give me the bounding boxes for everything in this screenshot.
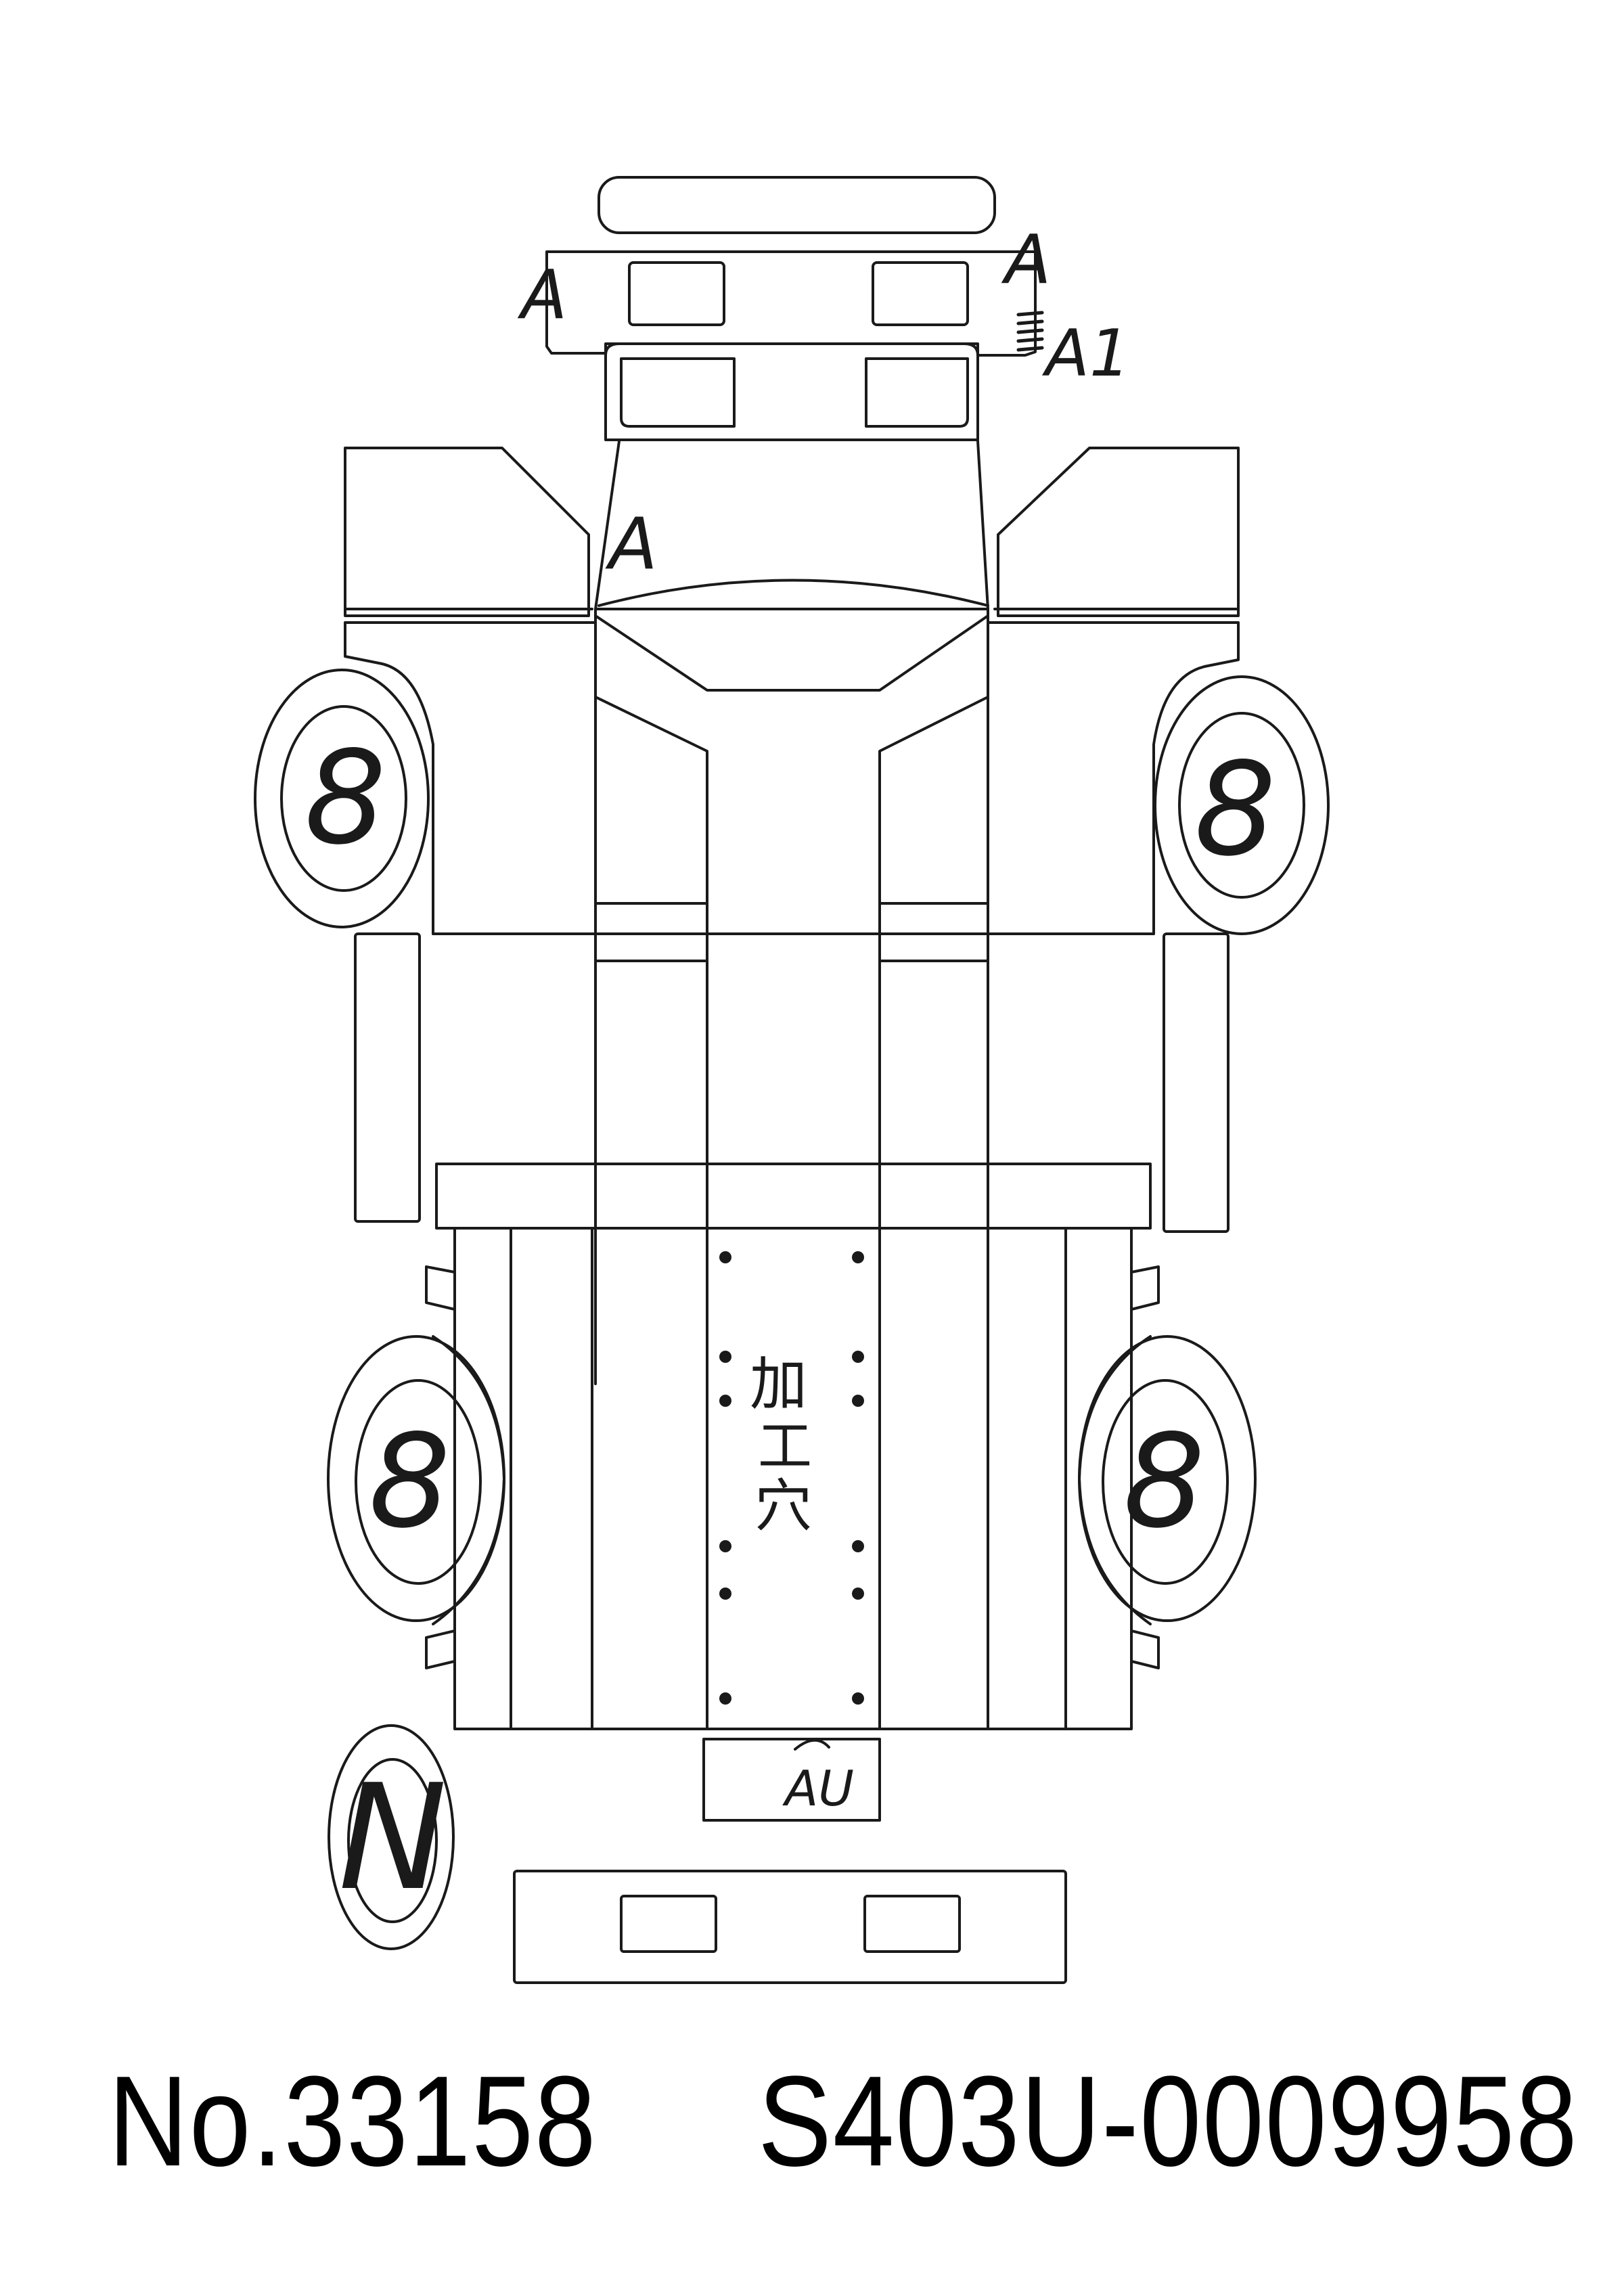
- truck-bed-diagram: [425, 1227, 1160, 1730]
- bed-note-line3: 穴: [754, 1473, 812, 1540]
- mark-front-right-tire: 8: [1194, 735, 1276, 884]
- mark-rear-left-tire: 8: [369, 1407, 451, 1556]
- right-side-step-diagram: [1163, 932, 1230, 1233]
- left-door-diagram: [344, 447, 593, 617]
- tailgate-mark-circle-icon: [794, 1738, 830, 1751]
- rear-bumper-diagram: [513, 1870, 1067, 1984]
- scratch-hatch-icon: [1016, 311, 1044, 352]
- mark-front-left-tire: 8: [304, 723, 386, 873]
- bed-note-line1: 加: [750, 1351, 807, 1418]
- chassis-number: S403U-0009958: [758, 2050, 1579, 2193]
- front-left-tire-diagram: [254, 669, 430, 928]
- tailgate-panel-diagram: [702, 1738, 881, 1822]
- front-right-tire-diagram: [1154, 675, 1330, 935]
- spare-tire-diagram: [328, 1724, 455, 1950]
- rear-right-tire-diagram: [1078, 1335, 1257, 1625]
- left-side-step-diagram: [354, 932, 421, 1223]
- mark-front-bumper-right-corner: A1: [1041, 317, 1130, 391]
- mark-front-bumper-left: A: [517, 255, 567, 334]
- cross-member-diagram: [435, 1163, 1152, 1230]
- rear-left-tire-diagram: [327, 1335, 505, 1625]
- front-panel-diagram: [545, 250, 1037, 357]
- mark-spare-tire: N: [338, 1753, 447, 1922]
- mark-windshield-pillar: A: [605, 503, 658, 585]
- serial-number: No.33158: [108, 2050, 597, 2193]
- bed-note-line2: 工: [758, 1415, 812, 1478]
- frame-center-diagram: [432, 614, 1155, 1727]
- front-bumper-diagram: [597, 176, 996, 234]
- mark-front-bumper-right: A: [1001, 220, 1051, 299]
- bed-holes-diagram: [719, 1251, 864, 1705]
- mark-rear-right-tire: 8: [1123, 1407, 1205, 1556]
- front-fender-left-diagram: [344, 621, 597, 935]
- mark-tailgate: AU: [782, 1760, 854, 1817]
- right-door-diagram: [993, 447, 1240, 617]
- cab-roof-diagram: [604, 342, 979, 441]
- front-fender-right-diagram: [987, 621, 1240, 935]
